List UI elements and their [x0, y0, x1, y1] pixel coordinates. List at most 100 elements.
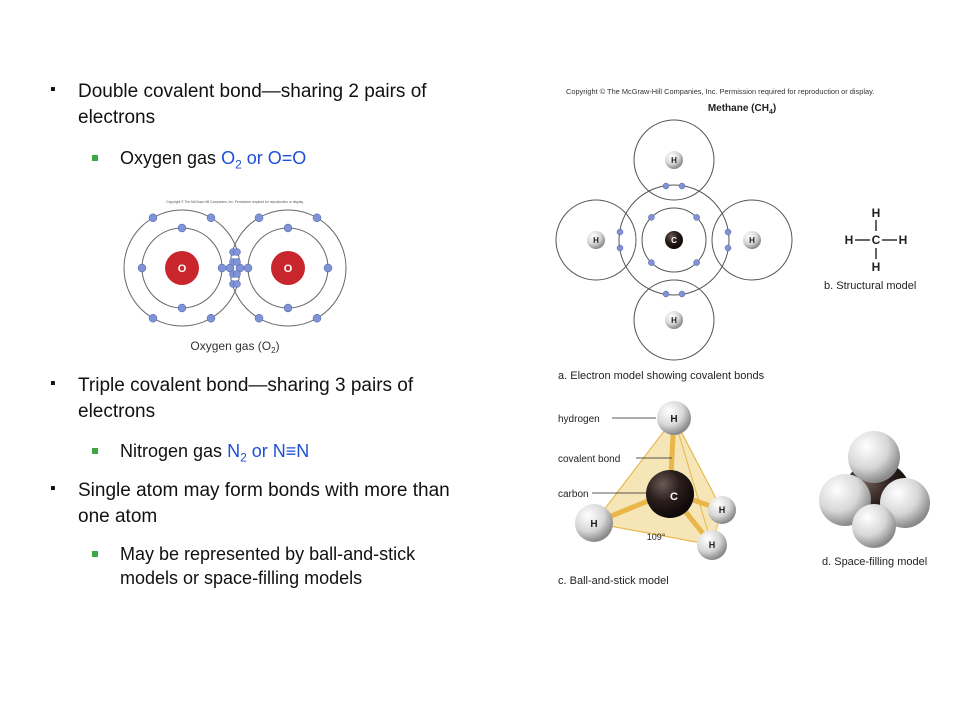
electron: [283, 303, 293, 313]
oxygen-atom-label: O: [178, 263, 187, 275]
caption-electron-model: a. Electron model showing covalent bonds: [558, 370, 765, 382]
hydrogen-ball: [575, 504, 613, 542]
formula-subscript: 2: [235, 157, 242, 172]
electron: [233, 270, 241, 278]
formula-subscript: 2: [240, 450, 247, 465]
electron: [312, 313, 322, 323]
electron: [206, 313, 216, 323]
electron: [148, 213, 158, 223]
bullet-marker: ▪: [50, 81, 56, 98]
sub-bullet-text: May be represented by ball-and-stick: [120, 544, 416, 564]
h-label: H: [872, 260, 881, 274]
hydrogen-atom: [587, 231, 605, 249]
formula-structural: O=O: [267, 148, 307, 168]
electron: [616, 244, 624, 252]
bullet-marker: ▪: [50, 375, 56, 392]
methane-figure: Copyright © The McGraw-Hill Companies, I…: [555, 87, 930, 587]
hydrogen-ball: [697, 530, 727, 560]
h-label: H: [593, 236, 599, 245]
bullet-marker: ▪: [50, 480, 56, 497]
sub-bullet-text: models or space-filling models: [120, 568, 363, 588]
electron: [254, 213, 264, 223]
bullet-text-line: electrons: [78, 401, 156, 422]
formula-connector: or: [246, 441, 273, 461]
h-label: H: [709, 540, 716, 550]
h-label: H: [749, 236, 755, 245]
electron: [233, 248, 241, 256]
electron: [693, 214, 700, 221]
electron: [648, 259, 655, 266]
formula: N: [227, 441, 241, 461]
caption-space-filling: d. Space-filling model: [822, 556, 927, 568]
oxygen-nucleus-left: [165, 251, 199, 285]
electron: [233, 258, 241, 266]
c-label: C: [872, 233, 881, 247]
electron: [177, 303, 187, 313]
bullet-text-line: Double covalent bond—sharing 2 pairs of: [78, 81, 427, 102]
electron: [662, 290, 670, 298]
bullet-text-line: Triple covalent bond—sharing 3 pairs of: [78, 375, 414, 396]
oxygen-figure-copyright: Copyright © The McGraw-Hill Companies, I…: [166, 200, 304, 204]
formula: O: [221, 148, 236, 168]
electron: [206, 213, 216, 223]
formula-connector: or: [241, 148, 268, 168]
caption-structural-model: b. Structural model: [824, 280, 916, 292]
formula-structural: N≡N: [272, 441, 310, 461]
structural-model: H H C H H: [845, 206, 908, 274]
h-label: H: [899, 233, 908, 247]
h-label: H: [671, 316, 677, 325]
electron: [217, 263, 227, 273]
sub-bullet-text: Oxygen gas: [120, 148, 222, 168]
electron: [662, 182, 670, 190]
carbon-ball: [646, 470, 694, 518]
sub-bullet-marker: [92, 551, 98, 557]
h-label: H: [671, 156, 677, 165]
electron: [678, 290, 686, 298]
electron: [254, 313, 264, 323]
hydrogen-atom: [665, 151, 683, 169]
carbon-atom: [665, 231, 683, 249]
h-label: H: [670, 414, 677, 425]
electron: [312, 213, 322, 223]
bullet-text-line: electrons: [78, 107, 156, 128]
electron: [148, 313, 158, 323]
electron: [137, 263, 147, 273]
hydrogen-atom: [665, 311, 683, 329]
sub-bullet-marker: [92, 155, 98, 161]
electron-model: H H H H C: [555, 119, 793, 361]
oxygen-nucleus-right: [271, 251, 305, 285]
sub-bullet-marker: [92, 448, 98, 454]
electron: [323, 263, 333, 273]
h-label: H: [590, 519, 597, 530]
electron: [616, 228, 624, 236]
h-label: H: [719, 505, 726, 515]
bullet-text-line: Single atom may form bonds with more tha…: [78, 480, 450, 501]
electron: [648, 214, 655, 221]
sub-bullet-text: Nitrogen gas: [120, 441, 228, 461]
electron: [724, 228, 732, 236]
electron: [678, 182, 686, 190]
electron: [243, 263, 253, 273]
h-label: H: [872, 206, 881, 220]
caption-ball-and-stick: c. Ball-and-stick model: [558, 575, 669, 587]
label-hydrogen: hydrogen: [558, 414, 600, 425]
methane-title: Methane (CH4): [708, 103, 776, 116]
label-carbon: carbon: [558, 489, 589, 500]
space-filling-model: [819, 431, 930, 548]
c-label: C: [671, 236, 677, 245]
bullet-text-line: one atom: [78, 506, 158, 527]
h-label: H: [845, 233, 854, 247]
hydrogen-ball: [657, 401, 691, 435]
methane-figure-copyright: Copyright © The McGraw-Hill Companies, I…: [566, 87, 874, 96]
angle-label: 109°: [647, 532, 666, 542]
c-label: C: [670, 491, 678, 503]
electron: [283, 223, 293, 233]
oxygen-atom-label: O: [284, 263, 293, 275]
electron: [693, 259, 700, 266]
oxygen-gas-diagram: Copyright © The McGraw-Hill Companies, I…: [123, 200, 347, 355]
oxygen-figure-caption: Oxygen gas (O2): [190, 339, 279, 355]
electron: [724, 244, 732, 252]
hydrogen-atom: [743, 231, 761, 249]
label-covalent-bond: covalent bond: [558, 454, 620, 465]
electron: [233, 280, 241, 288]
